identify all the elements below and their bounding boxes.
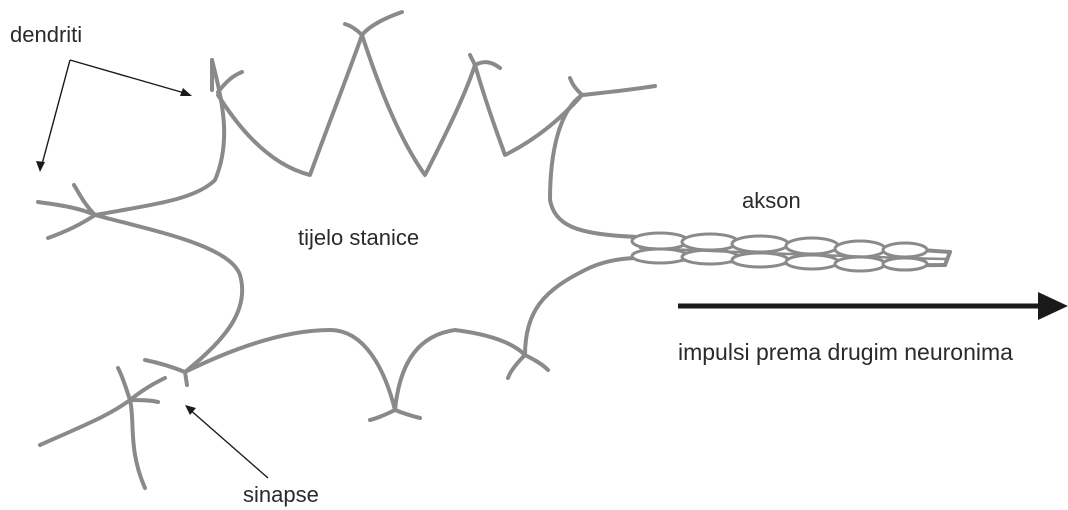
dendrite-pointer-head-1 — [180, 88, 192, 96]
dendrite-tip-4a — [570, 78, 582, 95]
myelin-segment-3 — [732, 236, 788, 252]
dendrite-tip-1b — [218, 72, 242, 92]
dendrite-arch-2 — [362, 35, 475, 175]
impulse-arrow — [678, 292, 1068, 320]
dendrite-tip-2a — [362, 12, 402, 35]
axon — [632, 233, 950, 271]
myelin-segment-2 — [682, 234, 738, 250]
dendrite-pointer-line-1 — [70, 60, 188, 94]
dendrite-bottom-tip-1b — [395, 410, 420, 418]
myelin-segment-5 — [835, 241, 885, 257]
label-cell-body: tijelo stanice — [298, 225, 419, 250]
dendrite-pointer-head-2 — [36, 161, 45, 172]
dendrite-bottom-tip-2b — [525, 355, 548, 370]
label-synapses: sinapse — [243, 482, 319, 507]
dendrite-tip-4b — [582, 86, 655, 95]
myelin-segment-4-lower — [786, 255, 838, 269]
dendrite-bottom-tip-1a — [370, 410, 395, 420]
synapse-neuron-2-branch-c — [130, 400, 158, 402]
synapse-neuron-2-stem — [40, 378, 165, 445]
myelin-segment-4 — [786, 238, 838, 254]
synapse-branch-tip — [185, 372, 187, 385]
dendrite-arch-1 — [218, 35, 362, 175]
cell-body-outline — [38, 12, 655, 488]
dendrite-tip-3b — [475, 62, 500, 68]
impulse-arrow-head — [1038, 292, 1068, 320]
dendrite-tip-2b — [345, 24, 362, 35]
cell-body-top-edge — [95, 60, 224, 215]
dendrite-pointer-line-2 — [41, 60, 70, 168]
myelin-segment-5-lower — [835, 257, 885, 271]
synapse-neuron-2-branch-a — [130, 400, 145, 488]
label-impulse-direction: impulsi prema drugim neuronima — [678, 339, 1013, 365]
label-axon: akson — [742, 188, 801, 213]
myelin-segment-6-lower — [883, 258, 927, 270]
cell-body-bottom-edge-2 — [395, 330, 525, 410]
myelin-segment-3-lower — [732, 253, 788, 267]
label-dendrites: dendriti — [10, 22, 82, 47]
dendrite-pointers — [36, 60, 192, 172]
myelin-segment-1-lower — [632, 249, 688, 263]
myelin-segment-1 — [632, 233, 688, 249]
cell-body-right-upper — [550, 95, 640, 237]
dendrite-left-tip-2 — [48, 215, 95, 238]
synapse-pointer-line — [188, 408, 268, 478]
synapse-neuron-2-branch-b — [118, 368, 130, 400]
cell-body-right-lower — [525, 258, 640, 355]
cell-body-left-lower — [95, 215, 242, 372]
synapse-branch-main — [145, 360, 185, 372]
myelin-segment-6 — [883, 243, 927, 257]
synapse-pointer — [185, 405, 268, 478]
dendrite-bottom-tip-2a — [508, 355, 525, 378]
